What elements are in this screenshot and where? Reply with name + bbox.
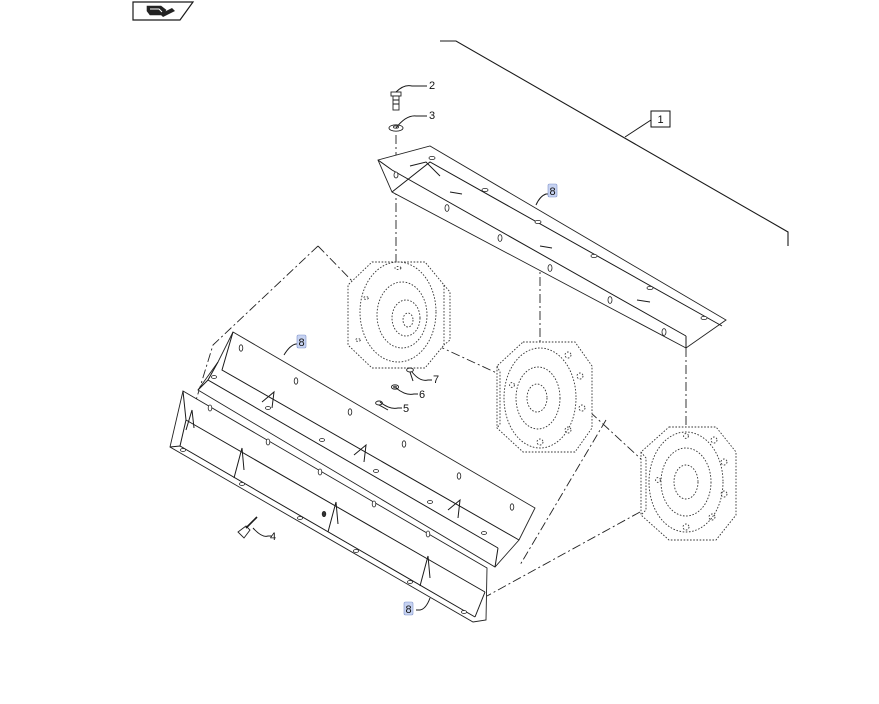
svg-text:6: 6 bbox=[419, 389, 425, 401]
middle-angle-bar bbox=[197, 331, 536, 568]
fastener-7-part bbox=[406, 367, 414, 382]
callout-6: 6 bbox=[419, 389, 425, 401]
upper-angle-slots bbox=[393, 155, 708, 336]
middle-angle-gussets bbox=[261, 390, 461, 519]
svg-text:8: 8 bbox=[298, 337, 304, 349]
svg-text:1: 1 bbox=[657, 114, 663, 126]
svg-text:8: 8 bbox=[549, 186, 555, 198]
fastener-5-part bbox=[375, 400, 389, 411]
callout-leaders bbox=[252, 85, 550, 611]
callout-3: 3 bbox=[429, 110, 435, 122]
top-bolt bbox=[390, 91, 402, 111]
svg-text:2: 2 bbox=[429, 80, 435, 92]
lower-angle-bar bbox=[169, 390, 488, 623]
svg-text:8: 8 bbox=[405, 604, 411, 616]
rotor-disc-upper bbox=[347, 261, 451, 369]
fastener-6-part bbox=[390, 384, 400, 390]
callout-8-upper[interactable]: 8 bbox=[547, 183, 558, 198]
callout-2: 2 bbox=[429, 80, 435, 92]
rotor-middle-bolts bbox=[509, 351, 586, 446]
lower-angle-slots bbox=[179, 404, 467, 614]
svg-text:5: 5 bbox=[403, 403, 409, 415]
rotor-disc-lower bbox=[640, 426, 737, 541]
svg-text:7: 7 bbox=[433, 374, 439, 386]
middle-angle-slots bbox=[210, 344, 515, 535]
rotor-lower-bolts bbox=[655, 433, 728, 531]
book-navigation-icon[interactable] bbox=[132, 1, 195, 21]
assembly-bracket-line bbox=[440, 40, 789, 246]
upper-angle-bar bbox=[377, 145, 727, 349]
svg-text:3: 3 bbox=[429, 110, 435, 122]
rotor-disc-middle bbox=[496, 341, 593, 453]
callout-4: 4 bbox=[270, 531, 276, 543]
callout-1: 1 bbox=[650, 110, 671, 128]
callout-7: 7 bbox=[433, 374, 439, 386]
callout-8-middle[interactable]: 8 bbox=[296, 334, 307, 349]
callout-5: 5 bbox=[403, 403, 409, 415]
bottom-bolt bbox=[237, 516, 258, 539]
lower-angle-gussets bbox=[185, 409, 431, 587]
svg-text:4: 4 bbox=[270, 531, 276, 543]
callout-8-lower[interactable]: 8 bbox=[403, 601, 414, 616]
